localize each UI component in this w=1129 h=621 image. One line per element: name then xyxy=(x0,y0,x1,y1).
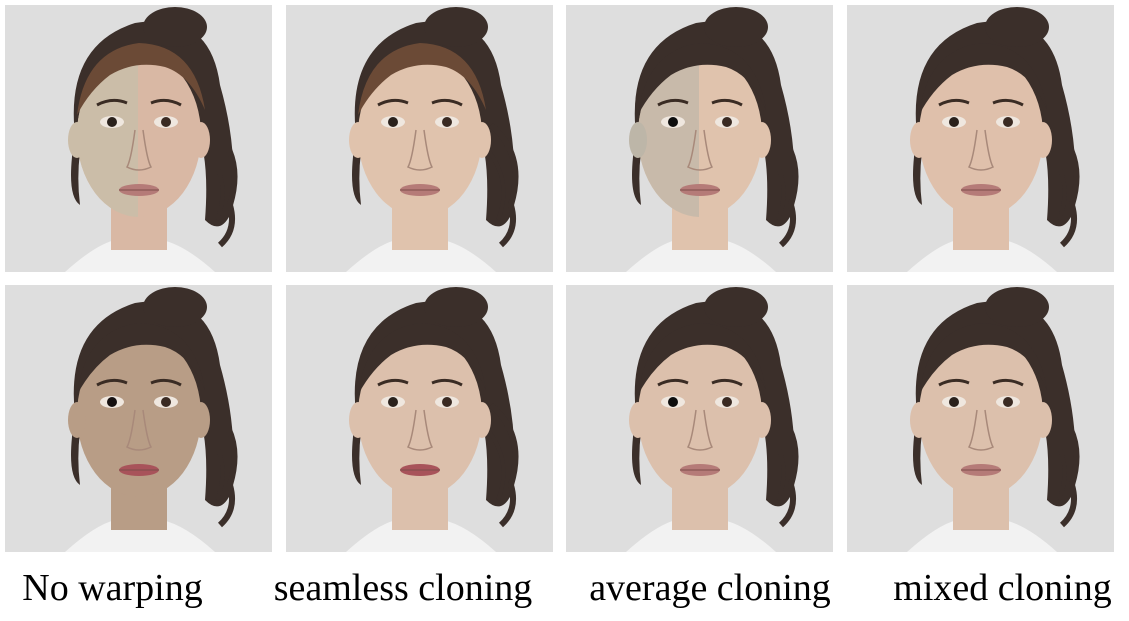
photo-bottom-no-warping xyxy=(5,285,272,552)
photo-top-no-warping xyxy=(5,5,272,272)
caption-average-cloning: average cloning xyxy=(589,567,831,609)
photo-top-seamless-cloning xyxy=(286,5,553,272)
caption-no-warping: No warping xyxy=(22,567,203,609)
photo-bottom-seamless-cloning xyxy=(286,285,553,552)
photo-top-average-cloning xyxy=(566,5,833,272)
photo-top-mixed-cloning xyxy=(847,5,1114,272)
caption-seamless-cloning: seamless cloning xyxy=(273,567,533,609)
caption-mixed-cloning: mixed cloning xyxy=(893,567,1112,609)
photo-bottom-mixed-cloning xyxy=(847,285,1114,552)
photo-bottom-average-cloning xyxy=(566,285,833,552)
